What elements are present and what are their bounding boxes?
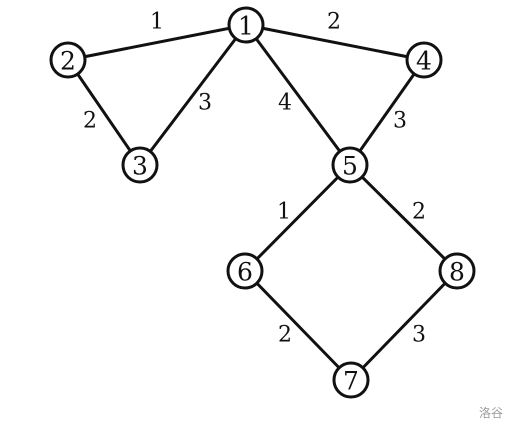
edge-weight-2-3: 2 <box>83 109 97 134</box>
edge-1-4 <box>244 23 426 62</box>
edge-1-2 <box>66 23 248 62</box>
node-circle-1 <box>227 6 265 44</box>
edge-weight-5-6: 1 <box>277 200 291 225</box>
edge-6-7 <box>243 269 353 382</box>
edge-5-6 <box>243 163 352 273</box>
edge-weight-4-5: 3 <box>393 109 407 134</box>
edge-2-3 <box>66 58 142 167</box>
edge-weight-1-3: 3 <box>198 91 212 116</box>
node-label-1: 1 <box>238 12 254 41</box>
node-4: 4 <box>405 41 443 79</box>
node-label-3: 3 <box>132 152 148 181</box>
watermark-luogu: 洛谷 <box>478 406 503 420</box>
node-circle-6 <box>226 252 264 290</box>
node-circle-4 <box>405 41 443 79</box>
nodes-layer: 1 2 3 4 5 6 7 8 <box>49 6 476 399</box>
node-label-5: 5 <box>342 152 358 181</box>
edge-weights-layer: 1 2 3 4 2 3 1 2 2 3 <box>83 10 426 348</box>
node-6: 6 <box>226 252 264 290</box>
node-circle-8 <box>438 252 476 290</box>
edge-weight-6-7: 2 <box>278 323 292 348</box>
edge-weight-8-7: 3 <box>412 323 426 348</box>
node-label-6: 6 <box>237 258 253 287</box>
edge-weight-1-2: 1 <box>150 10 164 35</box>
edge-1-3 <box>138 23 248 167</box>
node-5: 5 <box>331 146 369 184</box>
edge-4-5 <box>348 58 426 167</box>
edge-5-8 <box>348 163 459 273</box>
node-circle-2 <box>49 41 87 79</box>
edge-1-5 <box>244 23 352 167</box>
node-3: 3 <box>121 146 159 184</box>
node-2: 2 <box>49 41 87 79</box>
edges-layer <box>66 23 459 382</box>
node-circle-5 <box>331 146 369 184</box>
node-7: 7 <box>332 361 370 399</box>
node-label-4: 4 <box>416 47 432 76</box>
edge-weight-5-8: 2 <box>412 200 426 225</box>
edge-weight-1-4: 2 <box>327 10 341 35</box>
edge-weight-1-5: 4 <box>278 91 292 116</box>
node-8: 8 <box>438 252 476 290</box>
node-label-2: 2 <box>60 47 76 76</box>
node-circle-3 <box>121 146 159 184</box>
node-label-8: 8 <box>449 258 465 287</box>
node-1: 1 <box>227 6 265 44</box>
node-label-7: 7 <box>343 367 359 396</box>
node-circle-7 <box>332 361 370 399</box>
edge-8-7 <box>349 269 459 382</box>
